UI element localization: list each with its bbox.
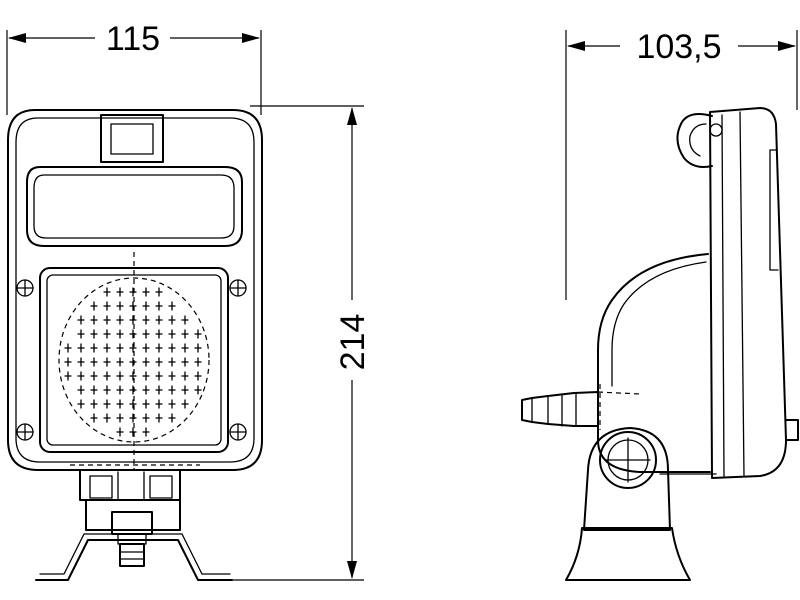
front-view: 115 xyxy=(6,20,372,581)
cable-gland xyxy=(521,384,641,430)
front-lens-side xyxy=(709,107,787,479)
mount-base xyxy=(565,427,717,581)
depth-dimension: 103,5 xyxy=(565,28,798,300)
screw-icon xyxy=(229,423,247,441)
screw-icon xyxy=(16,423,34,441)
side-view: 103,5 xyxy=(521,28,799,581)
switch-housing xyxy=(100,114,164,163)
screw-icon xyxy=(229,279,247,297)
housing-outline xyxy=(7,109,263,471)
mounting-bracket xyxy=(35,469,233,581)
upper-lens xyxy=(26,166,243,247)
lens-pattern xyxy=(58,277,210,443)
width-dimension: 115 xyxy=(6,20,262,115)
height-dimension: 214 xyxy=(232,105,372,581)
switch-knob xyxy=(676,113,713,168)
rear-housing xyxy=(597,253,711,473)
width-dimension-label: 115 xyxy=(106,20,160,58)
switch-icon xyxy=(110,123,154,155)
height-dimension-label: 214 xyxy=(334,314,372,371)
depth-dimension-label: 103,5 xyxy=(636,28,721,66)
screw-icon xyxy=(16,279,34,297)
